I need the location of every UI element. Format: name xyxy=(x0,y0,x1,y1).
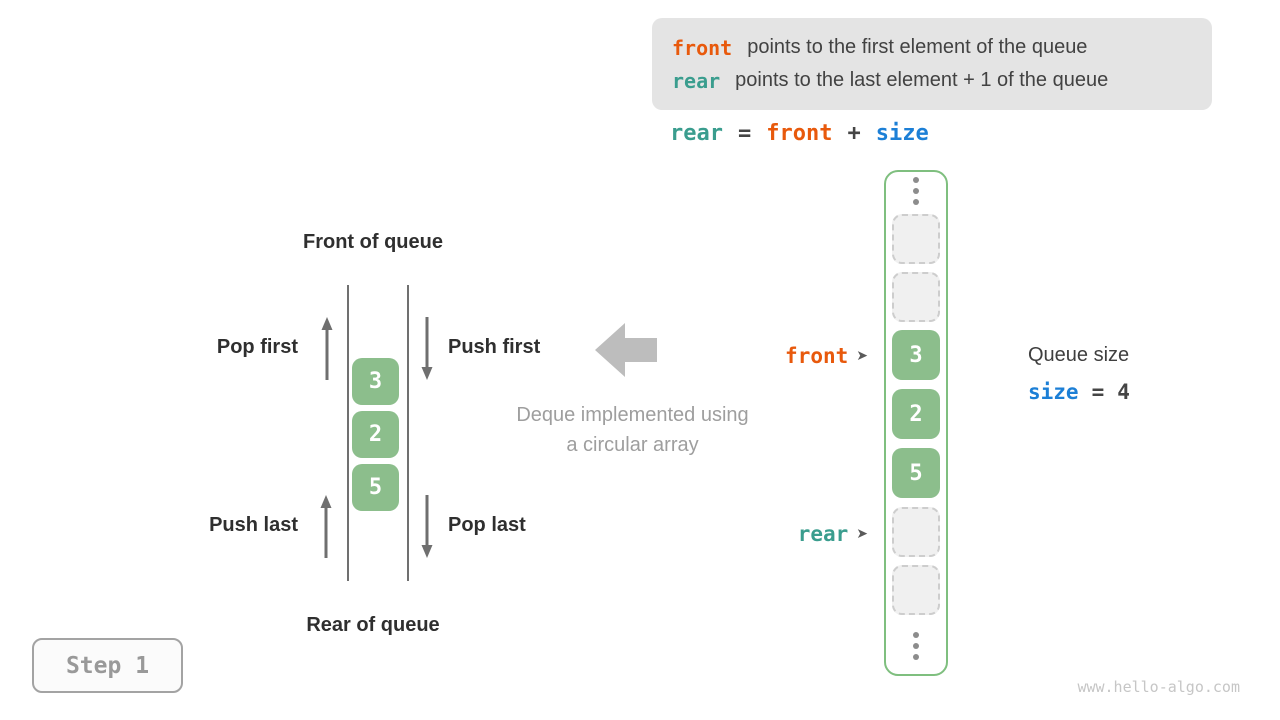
front-keyword: front xyxy=(672,35,733,60)
formula-rear: rear xyxy=(670,121,723,146)
pointer-arrow-icon: ➤ xyxy=(856,348,868,364)
deque-cell: 3 xyxy=(352,358,399,405)
legend-line-rear: rear points to the last element + 1 of t… xyxy=(672,69,1192,93)
pointer-arrow-icon: ➤ xyxy=(856,526,868,542)
up-arrow-icon xyxy=(320,317,334,380)
step-badge: Step 1 xyxy=(32,638,183,693)
size-keyword: size xyxy=(1028,380,1079,404)
deque-cell: 2 xyxy=(352,411,399,458)
ellipsis-icon xyxy=(913,177,919,205)
formula: rear = front + size xyxy=(670,121,929,146)
channel-line-right xyxy=(407,285,409,581)
caption-line2: a circular array xyxy=(566,434,699,456)
left-block-arrow-icon xyxy=(595,323,657,382)
rear-of-queue-label: Rear of queue xyxy=(306,614,440,636)
formula-equals: = xyxy=(737,121,752,146)
pop-last-label: Pop last xyxy=(448,514,526,536)
rear-pointer: rear ➤ xyxy=(700,522,868,546)
channel-line-left xyxy=(347,285,349,581)
size-equals: = xyxy=(1091,380,1105,404)
array-cell-empty xyxy=(892,272,940,322)
push-first-label: Push first xyxy=(448,336,541,358)
legend-rear-text: points to the last element + 1 of the qu… xyxy=(735,69,1109,91)
up-arrow-icon xyxy=(319,495,333,558)
ellipsis-icon xyxy=(913,632,919,660)
pop-first-label: Pop first xyxy=(216,336,298,358)
rear-pointer-label: rear xyxy=(797,522,849,546)
caption-line1: Deque implemented using xyxy=(516,404,749,426)
caption: Deque implemented using a circular array xyxy=(495,400,770,460)
front-pointer: front ➤ xyxy=(700,344,868,368)
array-cell: 2 xyxy=(892,389,940,439)
legend-box: front points to the first element of the… xyxy=(652,18,1212,110)
rear-keyword: rear xyxy=(672,68,721,93)
array-cell: 3 xyxy=(892,330,940,380)
formula-plus: + xyxy=(847,121,861,146)
queue-size-value: size = 4 xyxy=(1028,380,1130,404)
legend-front-text: points to the first element of the queue xyxy=(747,36,1088,58)
queue-size-label: Queue size xyxy=(1028,344,1130,366)
size-value: 4 xyxy=(1117,380,1130,404)
push-last-label: Push last xyxy=(209,514,298,536)
array-cell-empty xyxy=(892,565,940,615)
legend-line-front: front points to the first element of the… xyxy=(672,36,1192,60)
formula-front: front xyxy=(766,121,833,146)
array-cell: 5 xyxy=(892,448,940,498)
deque-cell: 5 xyxy=(352,464,399,511)
watermark: www.hello-algo.com xyxy=(1077,678,1240,696)
front-pointer-label: front xyxy=(785,344,849,368)
array-cell-empty xyxy=(892,507,940,557)
array-cell-empty xyxy=(892,214,940,264)
down-arrow-icon xyxy=(420,495,434,558)
down-arrow-icon xyxy=(420,317,434,380)
front-of-queue-label: Front of queue xyxy=(303,231,443,253)
formula-size: size xyxy=(875,121,929,146)
